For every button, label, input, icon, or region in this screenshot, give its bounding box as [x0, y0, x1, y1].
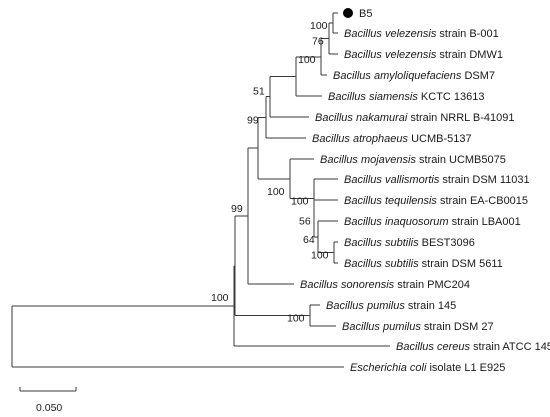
bootstrap-value-n-bacillus: 100 [211, 292, 229, 304]
taxon-label-cereus: Bacillus cereus strain ATCC 14579 [396, 341, 550, 353]
taxon-name-subtilis-dsm5611: Bacillus subtilis [344, 258, 419, 270]
taxon-name-siamensis: Bacillus siamensis [328, 91, 418, 103]
scale-bar: 0.050 [19, 387, 77, 414]
bootstrap-value-n-pumilus: 100 [287, 313, 305, 325]
scale-bar-label: 0.050 [36, 402, 62, 414]
taxon-name-ecoli: Escherichia coli [350, 362, 427, 374]
taxon-name-atrophaeus: Bacillus atrophaeus [312, 133, 409, 145]
taxon-name-b5: B5 [359, 8, 372, 20]
bootstrap-value-n-sonor: 99 [231, 203, 243, 215]
taxon-strain-subtilis-dsm5611: strain DSM 5611 [419, 258, 503, 270]
taxon-strain-nakamurai: strain NRRL B-41091 [407, 112, 514, 124]
taxon-name-tequilensis: Bacillus tequilensis [344, 195, 437, 207]
taxon-strain-velezensis-b001: strain B-001 [436, 28, 498, 40]
taxon-strain-inaquosorum: strain LBA001 [449, 216, 521, 228]
bootstrap-labels: 100 76 100 51 99 64 100 56 100 100 99 100 100 [211, 20, 329, 325]
taxon-strain-atrophaeus: UCMB-5137 [408, 133, 472, 145]
taxon-name-sonorensis: Bacillus sonorensis [300, 279, 395, 291]
taxon-strain-pumilus-145: strain 145 [405, 300, 456, 312]
taxon-label-atrophaeus: Bacillus atrophaeus UCMB-5137 [312, 133, 472, 145]
taxon-label-subtilis-dsm5611: Bacillus subtilis strain DSM 5611 [344, 258, 503, 270]
taxon-label-pumilus-dsm27: Bacillus pumilus strain DSM 27 [342, 321, 494, 333]
taxon-strain-ecoli: isolate L1 E925 [426, 362, 505, 374]
taxon-strain-mojavensis: strain UCMB5075 [416, 154, 506, 166]
taxon-label-velezensis-b001: Bacillus velezensis strain B-001 [344, 28, 499, 40]
bootstrap-value-n-mojav: 100 [267, 186, 285, 198]
bootstrap-value-n-tequi: 56 [299, 215, 311, 227]
tree-branches [11, 12, 390, 368]
bootstrap-value-n-nakamurai: 51 [253, 86, 265, 98]
bootstrap-value-n-b5-b001: 100 [310, 20, 328, 32]
bootstrap-value-n-subtilis: 100 [311, 250, 329, 262]
taxon-label-siamensis: Bacillus siamensis KCTC 13613 [328, 91, 485, 103]
taxon-label-pumilus-145: Bacillus pumilus strain 145 [326, 300, 456, 312]
taxon-label-subtilis-best3096: Bacillus subtilis BEST3096 [344, 237, 475, 249]
taxon-name-inaquosorum: Bacillus inaquosorum [344, 216, 449, 228]
taxon-label-nakamurai: Bacillus nakamurai strain NRRL B-41091 [315, 112, 515, 124]
taxon-label-velezensis-dmw1: Bacillus velezensis strain DMW1 [344, 49, 503, 61]
bootstrap-value-n-inaquo: 64 [303, 234, 315, 246]
bootstrap-value-n-amylo: 100 [298, 54, 316, 66]
taxon-name-velezensis-dmw1: Bacillus velezensis [344, 49, 437, 61]
taxon-label-ecoli: Escherichia coli isolate L1 E925 [350, 362, 505, 374]
bootstrap-value-n-valli: 100 [291, 196, 309, 208]
taxon-strain-siamensis: KCTC 13613 [418, 91, 485, 103]
taxon-strain-amyloliquefaciens: DSM7 [461, 70, 495, 82]
taxon-label-tequilensis: Bacillus tequilensis strain EA-CB0015 [344, 195, 528, 207]
taxon-strain-vallismortis: strain DSM 11031 [439, 174, 529, 186]
taxon-name-nakamurai: Bacillus nakamurai [315, 112, 408, 124]
taxon-name-velezensis-b001: Bacillus velezensis [344, 28, 437, 40]
taxon-name-subtilis-best3096: Bacillus subtilis [344, 237, 419, 249]
taxon-label-sonorensis: Bacillus sonorensis strain PMC204 [300, 279, 470, 291]
taxon-label-vallismortis: Bacillus vallismortis strain DSM 11031 [344, 174, 530, 186]
taxon-name-pumilus-145: Bacillus pumilus [326, 300, 405, 312]
taxon-name-cereus: Bacillus cereus [396, 341, 470, 353]
taxon-strain-tequilensis: strain EA-CB0015 [437, 195, 528, 207]
taxon-label-amyloliquefaciens: Bacillus amyloliquefaciens DSM7 [333, 70, 495, 82]
taxon-name-vallismortis: Bacillus vallismortis [344, 174, 440, 186]
bootstrap-value-n-velezensis: 76 [312, 36, 324, 48]
taxon-name-amyloliquefaciens: Bacillus amyloliquefaciens [333, 70, 462, 82]
taxon-label-mojavensis: Bacillus mojavensis strain UCMB5075 [320, 154, 506, 166]
taxon-name-mojavensis: Bacillus mojavensis [320, 154, 416, 166]
bootstrap-value-n-atrophaeus: 99 [247, 114, 259, 126]
taxon-strain-sonorensis: strain PMC204 [394, 279, 470, 291]
taxon-strain-subtilis-best3096: BEST3096 [419, 237, 475, 249]
query-strain-marker-icon [343, 8, 353, 18]
taxon-strain-pumilus-dsm27: strain DSM 27 [421, 321, 494, 333]
taxon-name-pumilus-dsm27: Bacillus pumilus [342, 321, 421, 333]
taxon-label-b5: B5 [359, 8, 372, 20]
taxon-strain-velezensis-dmw1: strain DMW1 [436, 49, 503, 61]
taxon-label-inaquosorum: Bacillus inaquosorum strain LBA001 [344, 216, 521, 228]
taxon-strain-cereus: strain ATCC 14579 [470, 341, 550, 353]
